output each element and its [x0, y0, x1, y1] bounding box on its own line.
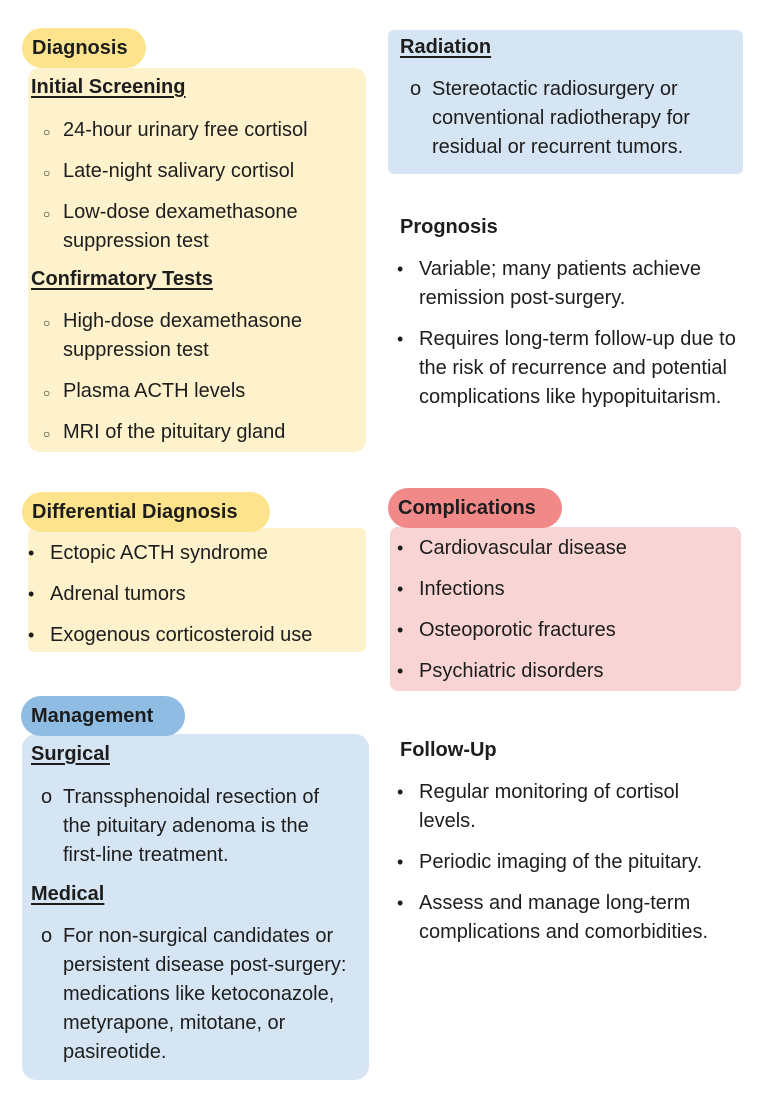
surgical-list: Transsphenoidal resection of the pituita… — [17, 783, 337, 870]
list-item: Stereotactic radiosurgery or conventiona… — [386, 75, 736, 162]
medical-heading: Medical — [31, 883, 105, 905]
initial-screening-heading: Initial Screening — [31, 76, 186, 98]
followup-list: Regular monitoring of cortisol levels. P… — [389, 778, 739, 959]
list-item: Cardiovascular disease — [389, 534, 739, 563]
list-item: Ectopic ACTH syndrome — [20, 539, 366, 568]
list-item: Regular monitoring of cortisol levels. — [389, 778, 719, 836]
list-item: Plasma ACTH levels — [31, 377, 361, 408]
prognosis-heading: Prognosis — [400, 216, 498, 238]
complications-list: Cardiovascular disease Infections Osteop… — [389, 534, 739, 686]
differential-list: Ectopic ACTH syndrome Adrenal tumors Exo… — [20, 539, 366, 650]
list-item: Transsphenoidal resection of the pituita… — [17, 783, 337, 870]
confirmatory-tests-heading: Confirmatory Tests — [31, 268, 213, 290]
list-item: For non-surgical candidates or persisten… — [17, 922, 367, 1067]
list-item: Exogenous corticosteroid use — [20, 621, 366, 650]
list-item: Late-night salivary cortisol — [31, 157, 361, 188]
management-title: Management — [21, 696, 185, 736]
followup-heading: Follow-Up — [400, 739, 497, 761]
list-item: Adrenal tumors — [20, 580, 366, 609]
list-item: Assess and manage long-term complication… — [389, 889, 739, 947]
list-item: Periodic imaging of the pituitary. — [389, 848, 739, 877]
surgical-heading: Surgical — [31, 743, 110, 765]
complications-title: Complications — [388, 488, 562, 528]
list-item: MRI of the pituitary gland — [31, 418, 361, 449]
list-item: High-dose dexamethasone suppression test — [31, 307, 363, 365]
medical-list: For non-surgical candidates or persisten… — [17, 922, 367, 1067]
list-item: Osteoporotic fractures — [389, 616, 739, 645]
differential-title: Differential Diagnosis — [22, 492, 270, 532]
list-item: Psychiatric disorders — [389, 657, 739, 686]
confirmatory-tests-list: High-dose dexamethasone suppression test… — [31, 307, 363, 449]
radiation-list: Stereotactic radiosurgery or conventiona… — [386, 75, 736, 162]
list-item: Low-dose dexamethasone suppression test — [31, 198, 333, 256]
radiation-heading: Radiation — [400, 36, 492, 58]
initial-screening-list: 24-hour urinary free cortisol Late-night… — [31, 116, 361, 256]
list-item: Requires long-term follow-up due to the … — [389, 325, 739, 412]
list-item: Infections — [389, 575, 739, 604]
list-item: 24-hour urinary free cortisol — [31, 116, 361, 147]
diagnosis-title: Diagnosis — [22, 28, 146, 68]
prognosis-list: Variable; many patients achieve remissio… — [389, 255, 739, 424]
list-item: Variable; many patients achieve remissio… — [389, 255, 739, 313]
